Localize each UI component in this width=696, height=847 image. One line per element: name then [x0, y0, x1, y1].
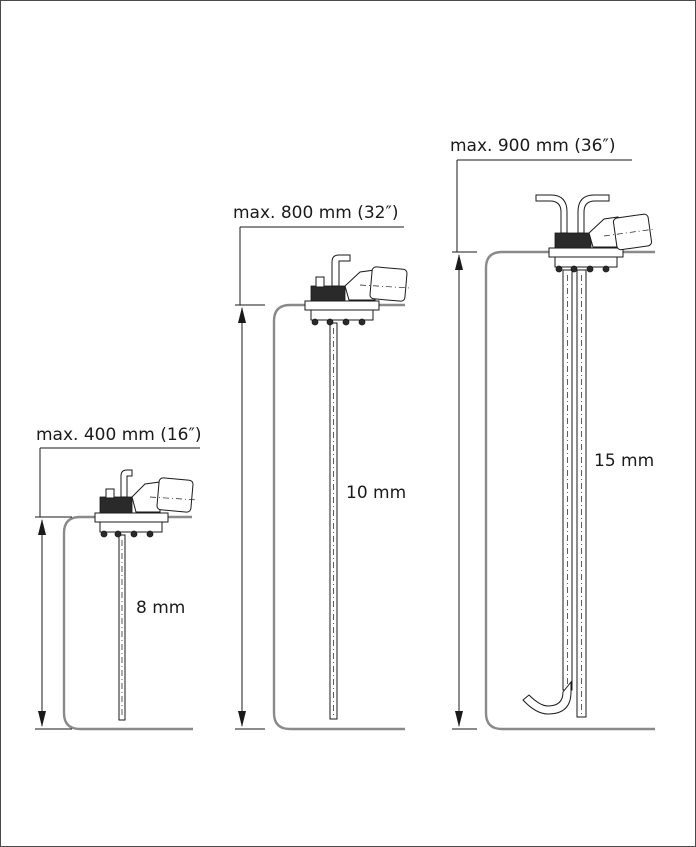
- bolt-icon: [130, 530, 138, 538]
- max-length-label-800: max. 800 mm (32″): [233, 203, 398, 223]
- rod-diameter-label-800: 10 mm: [346, 483, 406, 503]
- fitting-block-900: [554, 232, 592, 249]
- bolt-icon: [570, 265, 578, 273]
- bolt-icon: [114, 530, 122, 538]
- connector-800: [369, 266, 408, 302]
- sensor-head-900: [535, 194, 656, 273]
- sensor-head-800: [304, 254, 411, 326]
- cable-tube-right-900: [577, 194, 610, 234]
- cable-tube-400: [120, 469, 133, 498]
- bolt-icon: [326, 318, 334, 326]
- probe-rod-right-900: [576, 269, 587, 718]
- bolt-icon: [311, 318, 319, 326]
- bolt-icon: [146, 530, 154, 538]
- fitting-nut-800: [315, 276, 325, 288]
- bolt-icon: [358, 318, 366, 326]
- tank-outline-900: [484, 250, 655, 731]
- max-length-label-900: max. 900 mm (36″): [450, 136, 615, 156]
- housing-400: [131, 481, 161, 513]
- fitting-nut-400: [105, 488, 115, 499]
- cable-tube-800: [331, 254, 351, 287]
- rod-diameter-label-400: 8 mm: [136, 598, 185, 618]
- bolt-icon: [342, 318, 350, 326]
- arrow-up-icon: [238, 307, 246, 323]
- sensor-head-400: [94, 469, 199, 538]
- sensor-900mm: max. 900 mm (36″) 15 m: [450, 136, 656, 731]
- fitting-block-800: [310, 285, 346, 302]
- connector-centerline-900: [603, 228, 656, 237]
- sensor-400mm: max. 400 mm (16″) 8 mm: [35, 425, 201, 731]
- arrow-down-icon: [238, 711, 246, 727]
- tank-outline-400: [62, 515, 193, 731]
- connector-centerline-400: [149, 496, 199, 501]
- probe-rod-800: [329, 322, 338, 720]
- mounting-plate-400: [99, 521, 163, 533]
- connector-400: [156, 477, 194, 513]
- mounting-plate-900: [554, 256, 618, 268]
- bolt-icon: [555, 265, 563, 273]
- cable-tube-left-900: [535, 194, 568, 234]
- flange-900: [548, 247, 624, 258]
- rod-diameter-label-900: 15 mm: [594, 451, 654, 471]
- bolt-icon: [602, 265, 610, 273]
- arrow-down-icon: [38, 711, 46, 727]
- bolt-icon: [586, 265, 594, 273]
- bolt-icon: [100, 530, 108, 538]
- tank-outline-800: [272, 303, 405, 731]
- fitting-block-400: [99, 496, 133, 514]
- flange-800: [304, 300, 380, 311]
- flange-400: [94, 512, 169, 523]
- probe-hook-900: [522, 680, 572, 715]
- max-length-label-400: max. 400 mm (16″): [36, 425, 201, 445]
- sensor-800mm: max. 800 mm (32″) 10 mm: [233, 203, 411, 731]
- arrow-up-icon: [38, 519, 46, 535]
- arrow-up-icon: [455, 254, 463, 270]
- arrow-down-icon: [455, 711, 463, 727]
- connector-centerline-800: [359, 284, 411, 289]
- mounting-plate-800: [310, 309, 374, 321]
